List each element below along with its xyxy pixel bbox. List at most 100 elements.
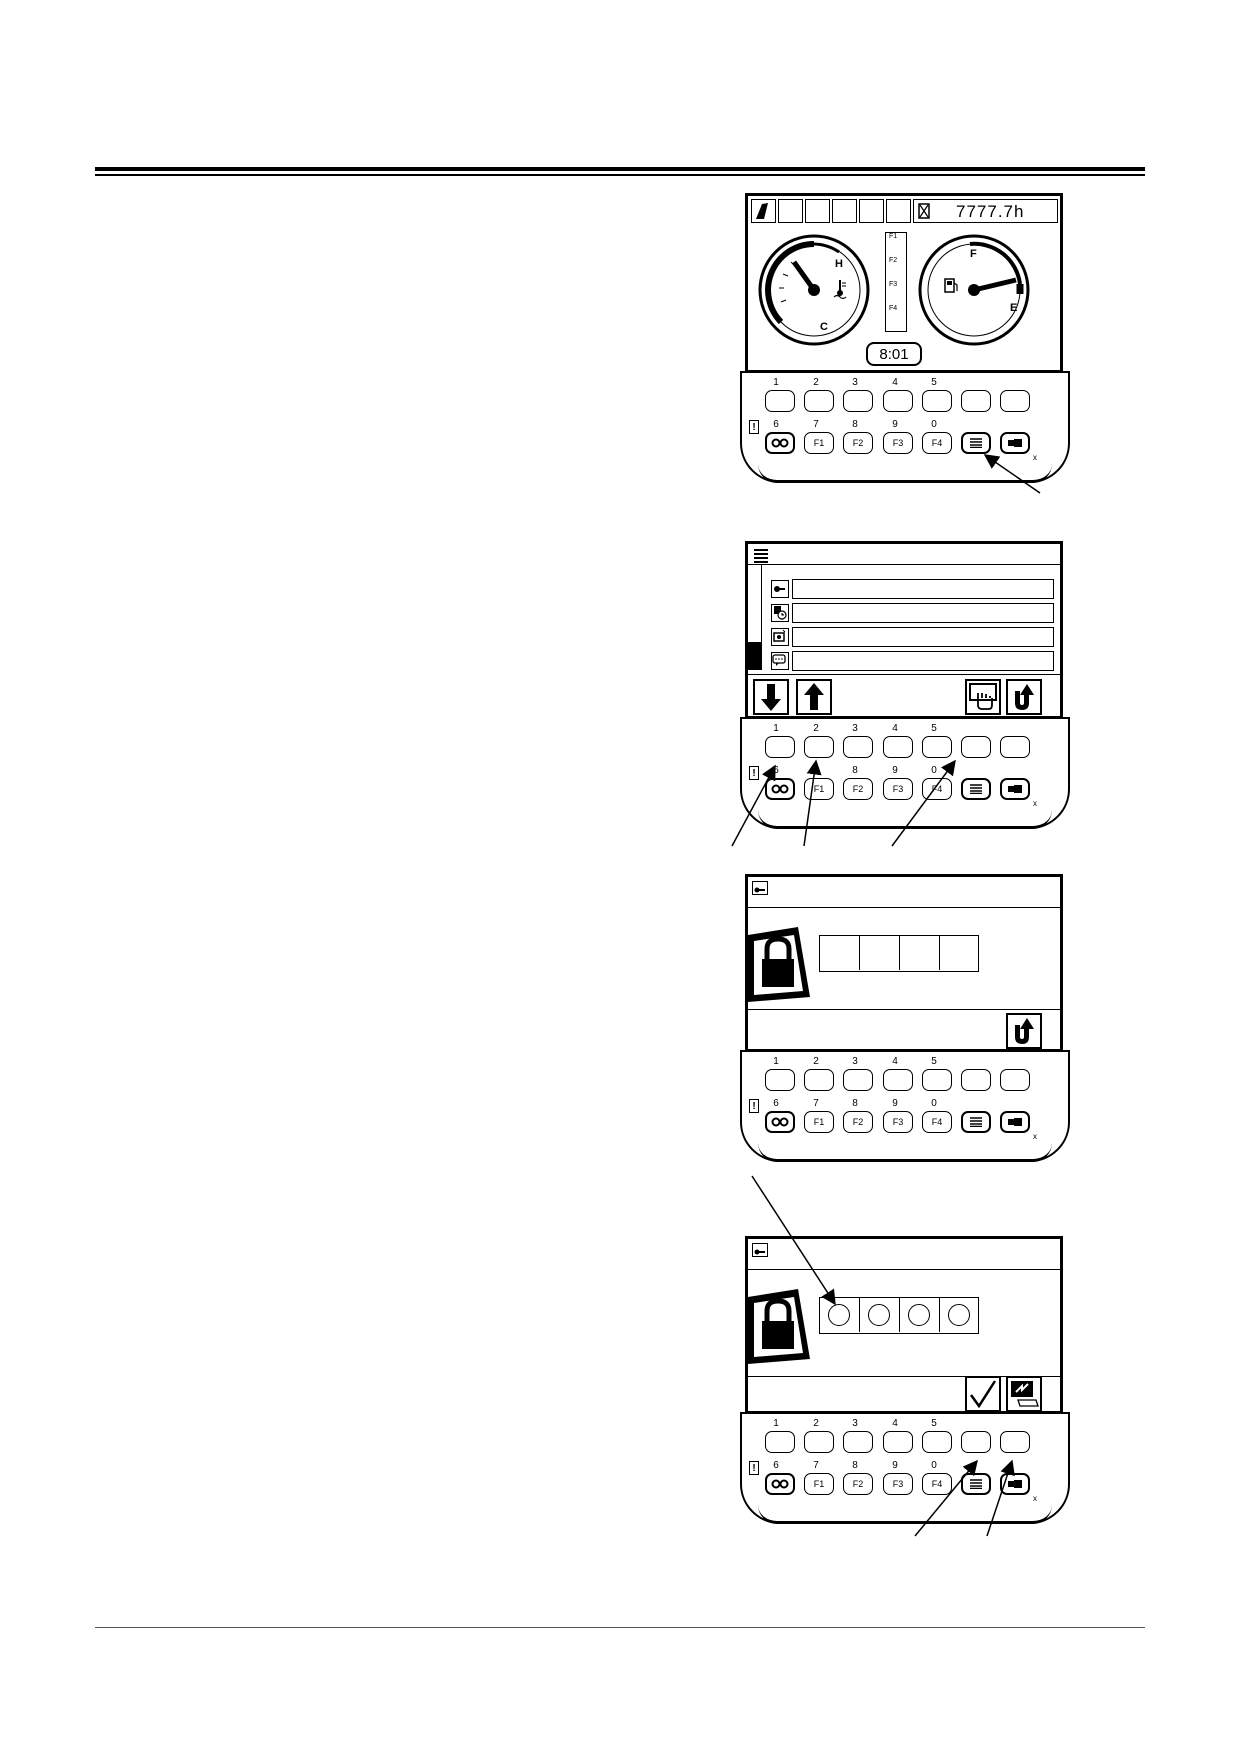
soft-key-2[interactable] — [804, 390, 834, 412]
menu-item-clock[interactable] — [792, 603, 1054, 623]
soft-key-4[interactable] — [883, 390, 913, 412]
f4-key[interactable]: F4 — [922, 1111, 952, 1133]
clock-setting-icon — [771, 604, 789, 622]
menu-key[interactable] — [961, 432, 991, 454]
soft-key-3[interactable] — [843, 1431, 873, 1453]
soft-key-1[interactable] — [765, 390, 795, 412]
menu-scrollbar-thumb[interactable] — [748, 642, 761, 670]
menu-item-password[interactable] — [792, 579, 1054, 599]
key-number-5: 5 — [931, 377, 937, 388]
key-number-6: 6 — [773, 1098, 779, 1109]
key-number-2: 2 — [813, 723, 819, 734]
key-number-6: 6 — [773, 419, 779, 430]
f4-key[interactable]: F4 — [922, 432, 952, 454]
return-icon[interactable] — [1006, 1013, 1042, 1049]
password-digit-3[interactable] — [900, 1298, 940, 1332]
up-arrow-icon[interactable] — [796, 679, 832, 715]
camera-key[interactable] — [765, 432, 795, 454]
message-icon — [771, 652, 789, 670]
menu-scrollbar[interactable] — [748, 565, 762, 670]
corner-mark: x — [1033, 1132, 1037, 1141]
corner-mark: x — [1033, 799, 1037, 808]
down-arrow-icon[interactable] — [753, 679, 789, 715]
soft-key-2[interactable] — [804, 1069, 834, 1091]
password-digit-2[interactable] — [860, 936, 900, 970]
coolant-temp-icon — [833, 280, 847, 300]
soft-key-1[interactable] — [765, 1431, 795, 1453]
soft-key-5[interactable] — [922, 390, 952, 412]
check-icon[interactable] — [965, 1376, 1001, 1412]
password-digit-4[interactable] — [940, 1298, 978, 1332]
password-digit-2[interactable] — [860, 1298, 900, 1332]
key-number-2: 2 — [813, 1418, 819, 1429]
header-rule-thick — [95, 167, 1145, 171]
f3-key[interactable]: F3 — [883, 778, 913, 800]
key-number-3: 3 — [852, 1056, 858, 1067]
soft-key-5[interactable] — [922, 1431, 952, 1453]
f1-key[interactable]: F1 — [804, 432, 834, 454]
soft-key-3[interactable] — [843, 736, 873, 758]
soft-key-1[interactable] — [765, 1069, 795, 1091]
soft-key-1[interactable] — [765, 736, 795, 758]
f2-key[interactable]: F2 — [843, 1473, 873, 1495]
f3-key[interactable]: F3 — [883, 1111, 913, 1133]
key-icon — [752, 1243, 768, 1257]
side-label-f2: F2 — [889, 257, 898, 264]
soft-key-5[interactable] — [922, 1069, 952, 1091]
menu-item-message[interactable] — [792, 651, 1054, 671]
password-digit-3[interactable] — [900, 936, 940, 970]
work-light-key[interactable] — [1000, 1111, 1030, 1133]
soft-key-2[interactable] — [804, 736, 834, 758]
camera-key[interactable] — [765, 778, 795, 800]
camera-key[interactable] — [765, 1473, 795, 1495]
soft-key-3[interactable] — [843, 390, 873, 412]
soft-key-6[interactable] — [961, 1069, 991, 1091]
work-light-key[interactable] — [1000, 1473, 1030, 1495]
masked-digit — [828, 1304, 850, 1326]
password-field[interactable] — [819, 1297, 979, 1334]
f1-key[interactable]: F1 — [804, 1473, 834, 1495]
password-field[interactable] — [819, 935, 979, 972]
soft-key-7[interactable] — [1000, 1069, 1030, 1091]
menu-key[interactable] — [961, 1111, 991, 1133]
pointer-arrows-password — [751, 1175, 1015, 1537]
soft-key-4[interactable] — [883, 1431, 913, 1453]
password-entered-screen — [745, 1236, 1063, 1414]
camera-icon — [771, 628, 789, 646]
return-icon[interactable] — [1006, 679, 1042, 715]
soft-key-4[interactable] — [883, 1069, 913, 1091]
work-light-key[interactable] — [1000, 778, 1030, 800]
key-number-7: 7 — [813, 1098, 819, 1109]
soft-key-2[interactable] — [804, 1431, 834, 1453]
f2-key[interactable]: F2 — [843, 1111, 873, 1133]
key-number-3: 3 — [852, 723, 858, 734]
hour-meter-box: 7777.7h — [913, 199, 1058, 223]
camera-key[interactable] — [765, 1111, 795, 1133]
clear-icon[interactable] — [1006, 1376, 1042, 1412]
hand-select-icon[interactable] — [965, 679, 1001, 715]
work-light-key[interactable] — [1000, 432, 1030, 454]
soft-key-6[interactable] — [961, 736, 991, 758]
soft-key-5[interactable] — [922, 736, 952, 758]
password-digit-1[interactable] — [820, 936, 860, 970]
f1-key[interactable]: F1 — [804, 1111, 834, 1133]
menu-key[interactable] — [961, 778, 991, 800]
pointer-arrow-menu-key — [983, 454, 1041, 494]
f2-key[interactable]: F2 — [843, 778, 873, 800]
f2-key[interactable]: F2 — [843, 432, 873, 454]
soft-key-7[interactable] — [1000, 736, 1030, 758]
soft-key-4[interactable] — [883, 736, 913, 758]
soft-key-7[interactable] — [1000, 1431, 1030, 1453]
soft-key-7[interactable] — [1000, 390, 1030, 412]
f3-key[interactable]: F3 — [883, 1473, 913, 1495]
soft-key-6[interactable] — [961, 1431, 991, 1453]
password-digit-4[interactable] — [940, 936, 978, 970]
f4-key[interactable]: F4 — [922, 1473, 952, 1495]
keypad-main: 1 2 3 4 5 ! 6 7 8 9 0 F1 F2 F3 F4 x — [740, 371, 1070, 483]
soft-key-6[interactable] — [961, 390, 991, 412]
soft-key-3[interactable] — [843, 1069, 873, 1091]
menu-screen — [745, 541, 1063, 719]
menu-item-camera[interactable] — [792, 627, 1054, 647]
password-digit-1[interactable] — [820, 1298, 860, 1332]
f3-key[interactable]: F3 — [883, 432, 913, 454]
